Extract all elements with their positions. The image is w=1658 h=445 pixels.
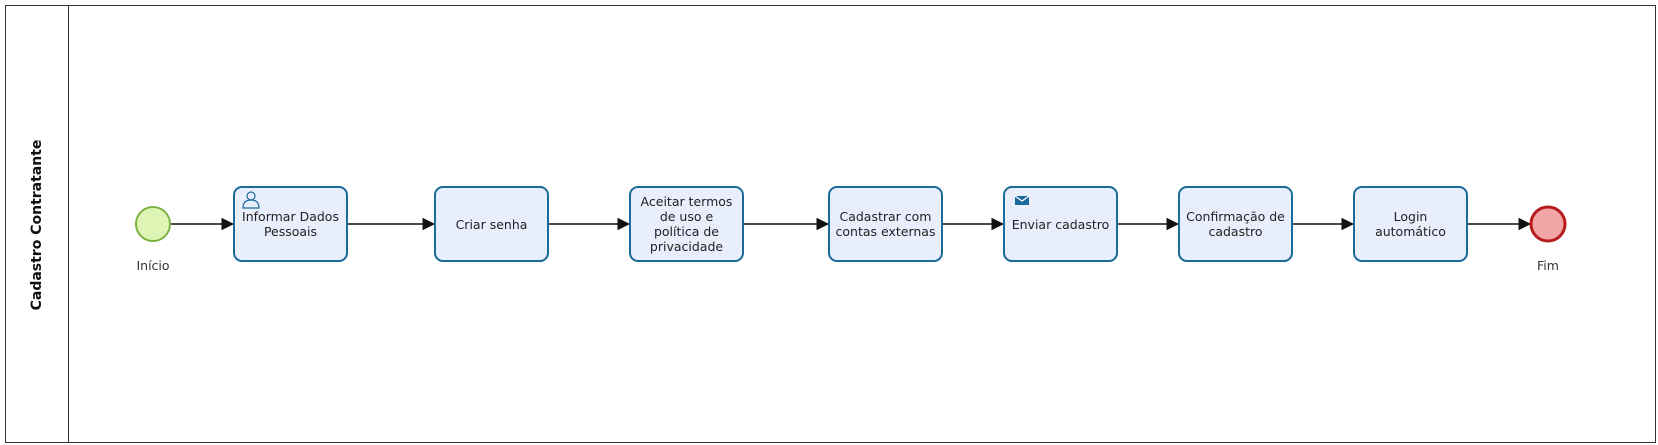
task-label: Confirmação de cadastro xyxy=(1186,209,1285,239)
task-label: Cadastrar com contas externas xyxy=(835,209,936,239)
user-icon xyxy=(242,191,260,209)
lane-header: Cadastro Contratante xyxy=(6,6,69,442)
task-enviar-cadastro[interactable] xyxy=(1003,186,1118,262)
task-confirmacao-cadastro[interactable] xyxy=(1178,186,1293,262)
start-event[interactable] xyxy=(135,206,171,242)
task-informar-dados-pessoais[interactable] xyxy=(233,186,348,262)
task-criar-senha[interactable] xyxy=(434,186,549,262)
task-label: Aceitar termos de uso e política de priv… xyxy=(640,194,733,254)
pool: Cadastro Contratante xyxy=(5,5,1656,443)
end-event[interactable] xyxy=(1529,205,1567,243)
end-event-label: Fim xyxy=(1537,258,1559,273)
task-label: Informar Dados Pessoais xyxy=(242,209,339,239)
task-label: Enviar cadastro xyxy=(1011,216,1110,232)
start-event-label: Início xyxy=(136,258,170,273)
task-label: Criar senha xyxy=(455,216,528,232)
envelope-icon xyxy=(1014,195,1030,205)
task-cadastrar-contas-externas[interactable] xyxy=(828,186,943,262)
task-login-automatico[interactable] xyxy=(1353,186,1468,262)
task-aceitar-termos[interactable] xyxy=(629,186,744,262)
task-label: Login automático xyxy=(1375,209,1446,239)
